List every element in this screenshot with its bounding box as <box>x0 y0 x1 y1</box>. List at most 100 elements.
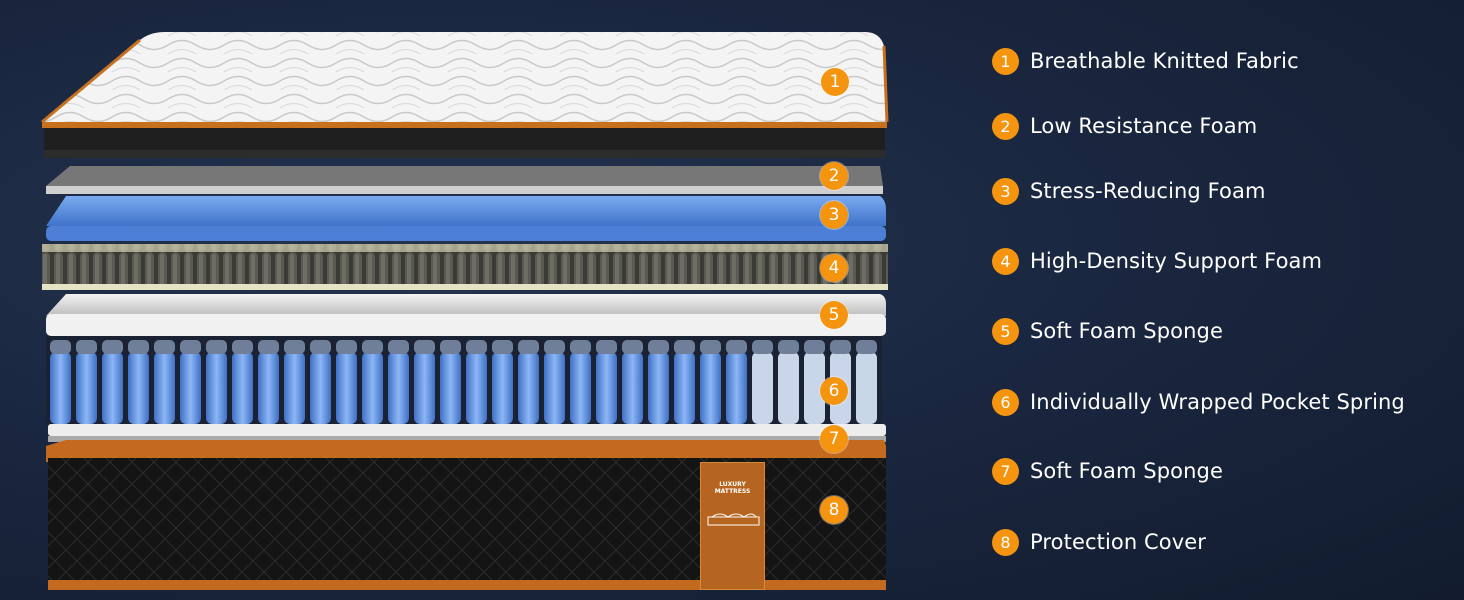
legend-label-7: Soft Foam Sponge <box>1030 459 1223 483</box>
spring-coil <box>596 352 617 424</box>
spring-coil <box>752 352 773 424</box>
spring-coil <box>206 352 227 424</box>
spring-coil <box>466 352 487 424</box>
brand-label-tag: LUXURY MATTRESS <box>700 462 765 590</box>
layer-5-sponge <box>46 294 886 336</box>
badge-7: 7 <box>820 425 848 453</box>
spring-coil <box>128 352 149 424</box>
spring-cap <box>856 340 877 354</box>
spring-cap <box>466 340 487 354</box>
spring-coil <box>388 352 409 424</box>
spring-cap <box>648 340 669 354</box>
layer-4-egg-foam <box>42 244 888 290</box>
spring-coil <box>102 352 123 424</box>
spring-coil <box>414 352 435 424</box>
spring-coil <box>180 352 201 424</box>
badge-1: 1 <box>821 68 849 96</box>
spring-cap <box>284 340 305 354</box>
legend-label-1: Breathable Knitted Fabric <box>1030 49 1299 73</box>
spring-coil <box>674 352 695 424</box>
legend-label-8: Protection Cover <box>1030 530 1207 554</box>
spring-coil <box>440 352 461 424</box>
legend-label-2: Low Resistance Foam <box>1030 114 1258 138</box>
legend-label-4: High-Density Support Foam <box>1030 249 1323 273</box>
legend-item-6: 6 Individually Wrapped Pocket Spring <box>992 384 1452 420</box>
spring-cap <box>154 340 175 354</box>
legend-number-7: 7 <box>992 457 1019 485</box>
legend-item-1: 1 Breathable Knitted Fabric <box>992 43 1452 79</box>
spring-coil <box>154 352 175 424</box>
layer-6-springs <box>46 336 882 426</box>
spring-coil <box>726 352 747 424</box>
spring-coil <box>492 352 513 424</box>
badge-5: 5 <box>820 301 848 329</box>
legend-number-4: 4 <box>992 247 1019 275</box>
legend-number-5: 5 <box>992 317 1019 345</box>
spring-coil <box>336 352 357 424</box>
layer-2-foam <box>46 166 883 194</box>
spring-cap <box>414 340 435 354</box>
spring-cap <box>622 340 643 354</box>
spring-coil <box>232 352 253 424</box>
badge-8: 8 <box>820 496 848 524</box>
spring-cap <box>752 340 773 354</box>
spring-cap <box>830 340 851 354</box>
spring-coil <box>804 352 825 424</box>
badge-6: 6 <box>820 377 848 405</box>
mattress-icon <box>707 513 760 526</box>
badge-3: 3 <box>820 201 848 229</box>
spring-cap <box>544 340 565 354</box>
spring-coil <box>700 352 721 424</box>
spring-coil <box>258 352 279 424</box>
spring-cap <box>778 340 799 354</box>
spring-coil <box>570 352 591 424</box>
legend-number-8: 8 <box>992 528 1019 556</box>
spring-coil <box>648 352 669 424</box>
badge-4: 4 <box>820 254 848 282</box>
spring-cap <box>596 340 617 354</box>
spring-cap <box>232 340 253 354</box>
spring-coil <box>50 352 71 424</box>
legend-number-1: 1 <box>992 47 1019 75</box>
legend-item-8: 8 Protection Cover <box>992 524 1452 560</box>
legend-number-3: 3 <box>992 177 1019 205</box>
spring-coil <box>518 352 539 424</box>
spring-coil <box>622 352 643 424</box>
legend-label-3: Stress-Reducing Foam <box>1030 179 1266 203</box>
layer-3-blue-foam <box>46 196 886 241</box>
spring-cap <box>440 340 461 354</box>
spring-coil <box>362 352 383 424</box>
legend-item-7: 7 Soft Foam Sponge <box>992 453 1452 489</box>
spring-cap <box>310 340 331 354</box>
badge-2: 2 <box>820 162 848 190</box>
spring-cap <box>362 340 383 354</box>
spring-cap <box>492 340 513 354</box>
spring-cap <box>180 340 201 354</box>
spring-coil <box>76 352 97 424</box>
spring-cap <box>102 340 123 354</box>
legend-item-5: 5 Soft Foam Sponge <box>992 313 1452 349</box>
spring-cap <box>726 340 747 354</box>
spring-cap <box>674 340 695 354</box>
legend-label-6: Individually Wrapped Pocket Spring <box>1030 390 1405 414</box>
spring-coil <box>778 352 799 424</box>
spring-cap <box>518 340 539 354</box>
spring-coil <box>856 352 877 424</box>
spring-cap <box>50 340 71 354</box>
spring-cap <box>336 340 357 354</box>
spring-cap <box>128 340 149 354</box>
spring-cap <box>804 340 825 354</box>
spring-cap <box>258 340 279 354</box>
legend-number-6: 6 <box>992 388 1019 416</box>
spring-coil <box>284 352 305 424</box>
spring-cap <box>570 340 591 354</box>
layer-1-fabric <box>41 32 889 158</box>
spring-coil <box>310 352 331 424</box>
spring-cap <box>76 340 97 354</box>
mattress-illustration <box>41 32 889 590</box>
spring-cap <box>388 340 409 354</box>
legend-item-3: 3 Stress-Reducing Foam <box>992 173 1452 209</box>
spring-coil <box>544 352 565 424</box>
legend-item-2: 2 Low Resistance Foam <box>992 108 1452 144</box>
